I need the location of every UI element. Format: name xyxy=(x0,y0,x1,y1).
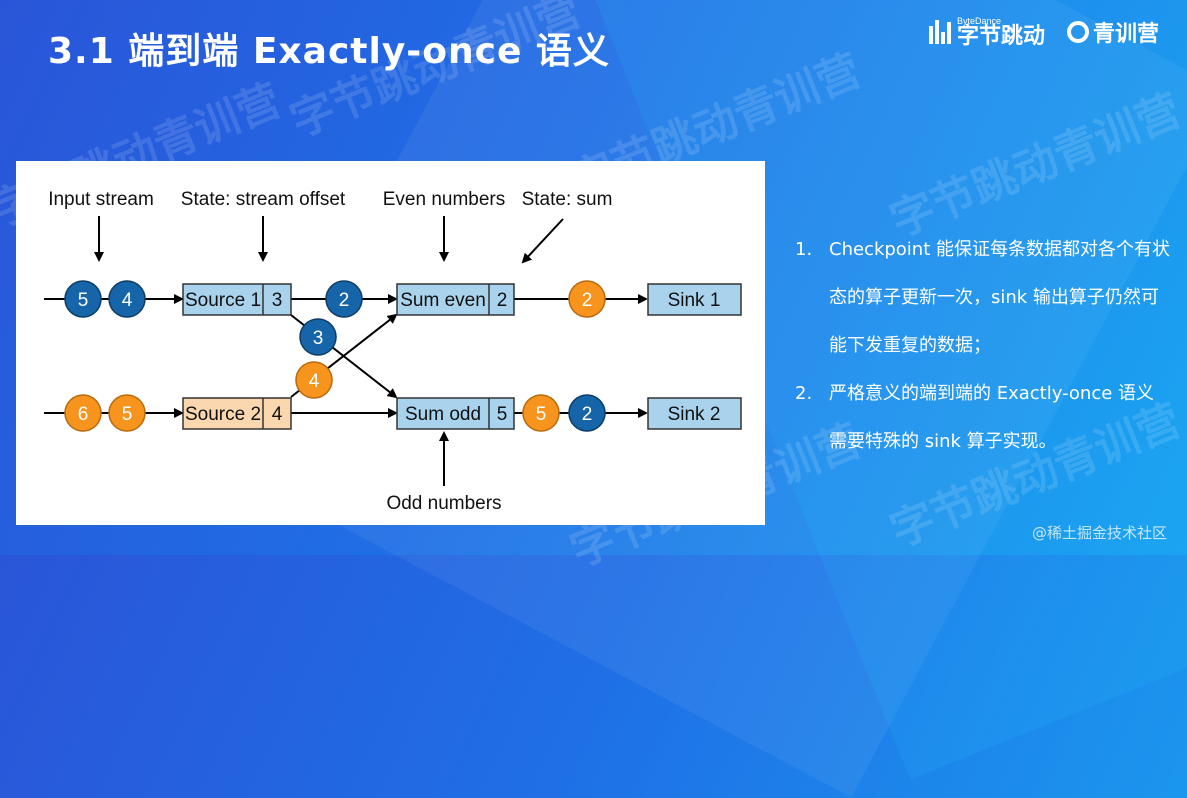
bytedance-bars-icon xyxy=(928,20,951,44)
list-item-number: 2. xyxy=(795,383,813,404)
list-item: 1. Checkpoint 能保证每条数据都对各个有状态的算子更新一次，sink… xyxy=(795,226,1170,370)
box-sink1: Sink 1 xyxy=(647,283,742,316)
box-source2: Source 2 4 xyxy=(182,397,292,430)
arrow-state-sum xyxy=(521,218,564,264)
camp-icon xyxy=(1066,21,1089,43)
circle-input1-b: 4 xyxy=(108,280,146,318)
box-sum-even: Sum even 2 xyxy=(396,283,515,316)
svg-text:2: 2 xyxy=(582,404,593,425)
box-sink1-label: Sink 1 xyxy=(668,290,721,311)
svg-text:5: 5 xyxy=(122,404,133,425)
box-sum-odd: Sum odd 5 xyxy=(396,397,515,430)
svg-text:6: 6 xyxy=(78,404,89,425)
label-even-numbers: Even numbers xyxy=(383,189,506,210)
header-logos: ByteDance 字节跳动 青训营 xyxy=(928,15,1159,49)
circle-input1-a: 5 xyxy=(64,280,102,318)
box-sum-even-label: Sum even xyxy=(400,290,486,311)
bytedance-logo: ByteDance 字节跳动 xyxy=(928,15,1045,49)
explanation-list: 1. Checkpoint 能保证每条数据都对各个有状态的算子更新一次，sink… xyxy=(795,226,1170,466)
label-state-sum: State: sum xyxy=(522,189,613,210)
svg-text:4: 4 xyxy=(309,371,320,392)
bytedance-cn-label: 字节跳动 xyxy=(956,23,1045,49)
footer-watermark: @稀土掘金技术社区 xyxy=(1031,524,1167,542)
label-state-stream-offset: State: stream offset xyxy=(181,189,346,210)
box-sink2-label: Sink 2 xyxy=(668,404,721,425)
page-title: 3.1 端到端 Exactly-once 语义 xyxy=(48,31,610,72)
list-item-text: Checkpoint 能保证每条数据都对各个有状态的算子更新一次，sink 输出… xyxy=(829,239,1170,356)
box-source2-label: Source 2 xyxy=(185,404,261,425)
box-sum-odd-value: 5 xyxy=(497,404,508,425)
circle-out-odd-b: 2 xyxy=(568,394,606,432)
box-source1: Source 1 3 xyxy=(182,283,292,316)
circle-out-even: 2 xyxy=(568,280,606,318)
list-item-text: 严格意义的端到端的 Exactly-once 语义需要特殊的 sink 算子实现… xyxy=(829,383,1155,452)
box-sum-even-value: 2 xyxy=(497,290,508,311)
flow-diagram: Input stream State: stream offset Even n… xyxy=(44,189,742,514)
list-item-number: 1. xyxy=(795,239,813,260)
svg-text:2: 2 xyxy=(582,290,593,311)
diagram-panel: Input stream State: stream offset Even n… xyxy=(16,161,765,525)
circle-cross-blue: 3 xyxy=(299,318,337,356)
list-item: 2. 严格意义的端到端的 Exactly-once 语义需要特殊的 sink 算… xyxy=(795,370,1170,466)
circle-cross-orange: 4 xyxy=(295,361,333,399)
svg-text:2: 2 xyxy=(339,290,350,311)
circle-input2-a: 6 xyxy=(64,394,102,432)
circle-input2-b: 5 xyxy=(108,394,146,432)
svg-text:3: 3 xyxy=(313,328,324,349)
camp-logo: 青训营 xyxy=(1066,16,1159,48)
box-source1-value: 3 xyxy=(272,290,283,311)
circle-after-source1: 2 xyxy=(325,280,363,318)
svg-text:5: 5 xyxy=(536,404,547,425)
label-odd-numbers: Odd numbers xyxy=(386,493,501,514)
label-input-stream: Input stream xyxy=(48,189,154,210)
box-source2-value: 4 xyxy=(272,404,283,425)
box-source1-label: Source 1 xyxy=(185,290,261,311)
bytedance-small-label: ByteDance xyxy=(956,15,1001,26)
box-sum-odd-label: Sum odd xyxy=(405,404,481,425)
svg-text:5: 5 xyxy=(78,290,89,311)
box-sink2: Sink 2 xyxy=(647,397,742,430)
circle-out-odd-a: 5 xyxy=(522,394,560,432)
svg-text:4: 4 xyxy=(122,290,133,311)
camp-label: 青训营 xyxy=(1092,22,1159,47)
